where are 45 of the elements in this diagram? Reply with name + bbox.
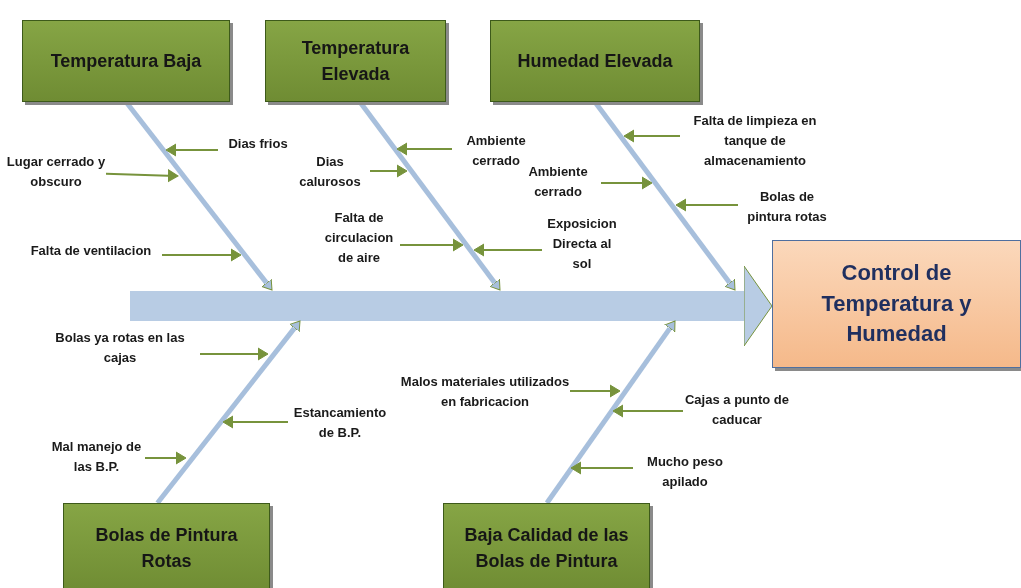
category-title: Baja Calidad de las Bolas de Pintura <box>463 523 630 573</box>
category-box <box>63 503 270 588</box>
arrow <box>222 415 289 429</box>
arrow <box>161 248 242 262</box>
cause-label: Bolas de pintura rotas <box>738 187 836 227</box>
arrow <box>612 404 684 418</box>
category-box <box>490 20 700 102</box>
category-box <box>22 20 230 102</box>
effect-box <box>772 240 1021 368</box>
arrow <box>473 243 543 257</box>
cause-label: Falta de limpieza en tanque de almacenamiento <box>680 111 830 171</box>
category-box <box>443 503 650 588</box>
category-title: Temperatura Baja <box>49 49 203 73</box>
cause-label: Mucho peso apilado <box>633 452 737 492</box>
arrow <box>569 384 621 398</box>
arrow <box>369 164 408 178</box>
cause-label: Cajas a punto de caducar <box>683 390 791 430</box>
arrow <box>105 169 179 183</box>
cause-label: Mal manejo de las B.P. <box>48 437 145 477</box>
cause-label: Lugar cerrado y obscuro <box>6 152 106 192</box>
arrow <box>399 238 464 252</box>
spine-arrow <box>130 265 773 347</box>
arrow <box>199 347 269 361</box>
cause-label: Exposicion Directa al sol <box>542 214 622 274</box>
arrow <box>675 198 739 212</box>
arrow <box>544 320 676 505</box>
category-title: Temperatura Elevada <box>300 36 411 86</box>
arrow <box>623 129 681 143</box>
arrow <box>570 461 634 475</box>
cause-label: Falta de ventilacion <box>20 241 162 261</box>
cause-label: Estancamiento de B.P. <box>288 403 392 443</box>
category-title: Bolas de Pintura Rotas <box>94 523 239 573</box>
cause-label: Dias frios <box>218 134 298 154</box>
effect-title: Control de Temperatura y Humedad <box>820 258 973 349</box>
cause-label: Falta de circulacion de aire <box>318 208 400 268</box>
cause-label: Bolas ya rotas en las cajas <box>40 328 200 368</box>
cause-label: Dias calurosos <box>290 152 370 192</box>
arrow <box>600 176 653 190</box>
category-box <box>265 20 446 102</box>
arrow <box>155 320 301 505</box>
arrow <box>144 451 187 465</box>
arrow <box>396 142 453 156</box>
category-title: Humedad Elevada <box>516 49 674 73</box>
cause-label: Malos materiales utilizados en fabricacion <box>400 372 570 412</box>
arrow <box>165 143 219 157</box>
